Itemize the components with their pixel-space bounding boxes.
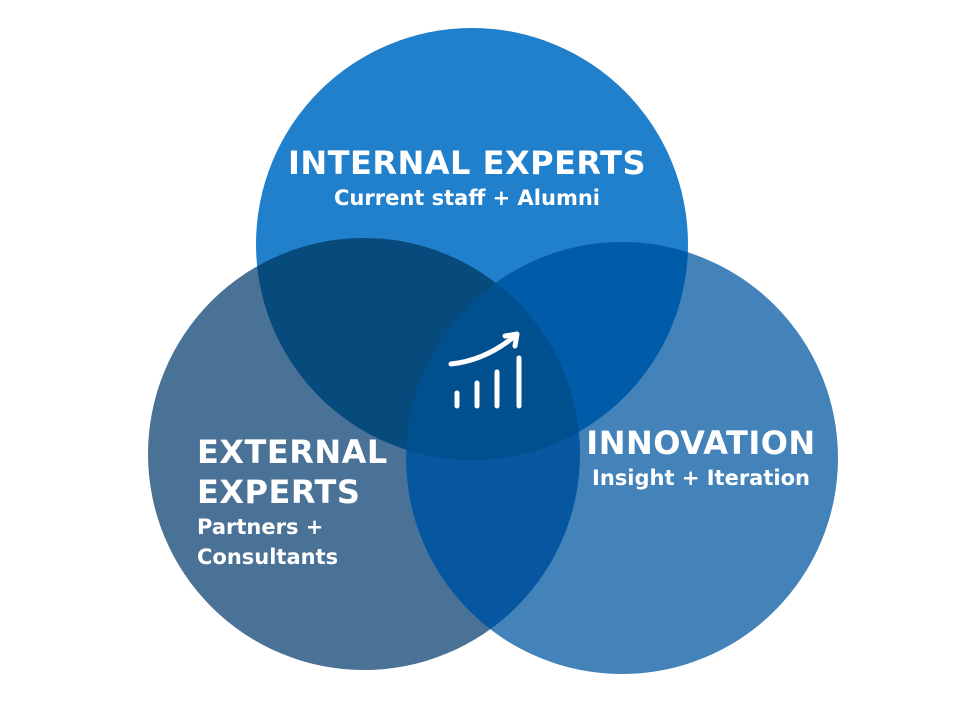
external-experts-subtitle-line1: Partners + [197, 515, 324, 539]
center-overlap [406, 242, 580, 460]
external-experts-title-line1: EXTERNAL [197, 433, 388, 471]
growth-chart-icon [448, 331, 522, 409]
external-experts-title-line2: EXPERTS [197, 473, 361, 511]
internal-experts-title: INTERNAL EXPERTS [287, 144, 646, 182]
innovation-label-group: INNOVATION Insight + Iteration [576, 423, 826, 493]
internal-experts-label-group: INTERNAL EXPERTS Current staff + Alumni [257, 143, 677, 213]
external-experts-subtitle-line2: Consultants [197, 545, 339, 569]
internal-experts-subtitle: Current staff + Alumni [334, 186, 600, 210]
innovation-subtitle: Insight + Iteration [592, 466, 810, 490]
external-experts-label-group: EXTERNAL EXPERTS Partners + Consultants [197, 432, 437, 572]
innovation-title: INNOVATION [586, 424, 816, 462]
